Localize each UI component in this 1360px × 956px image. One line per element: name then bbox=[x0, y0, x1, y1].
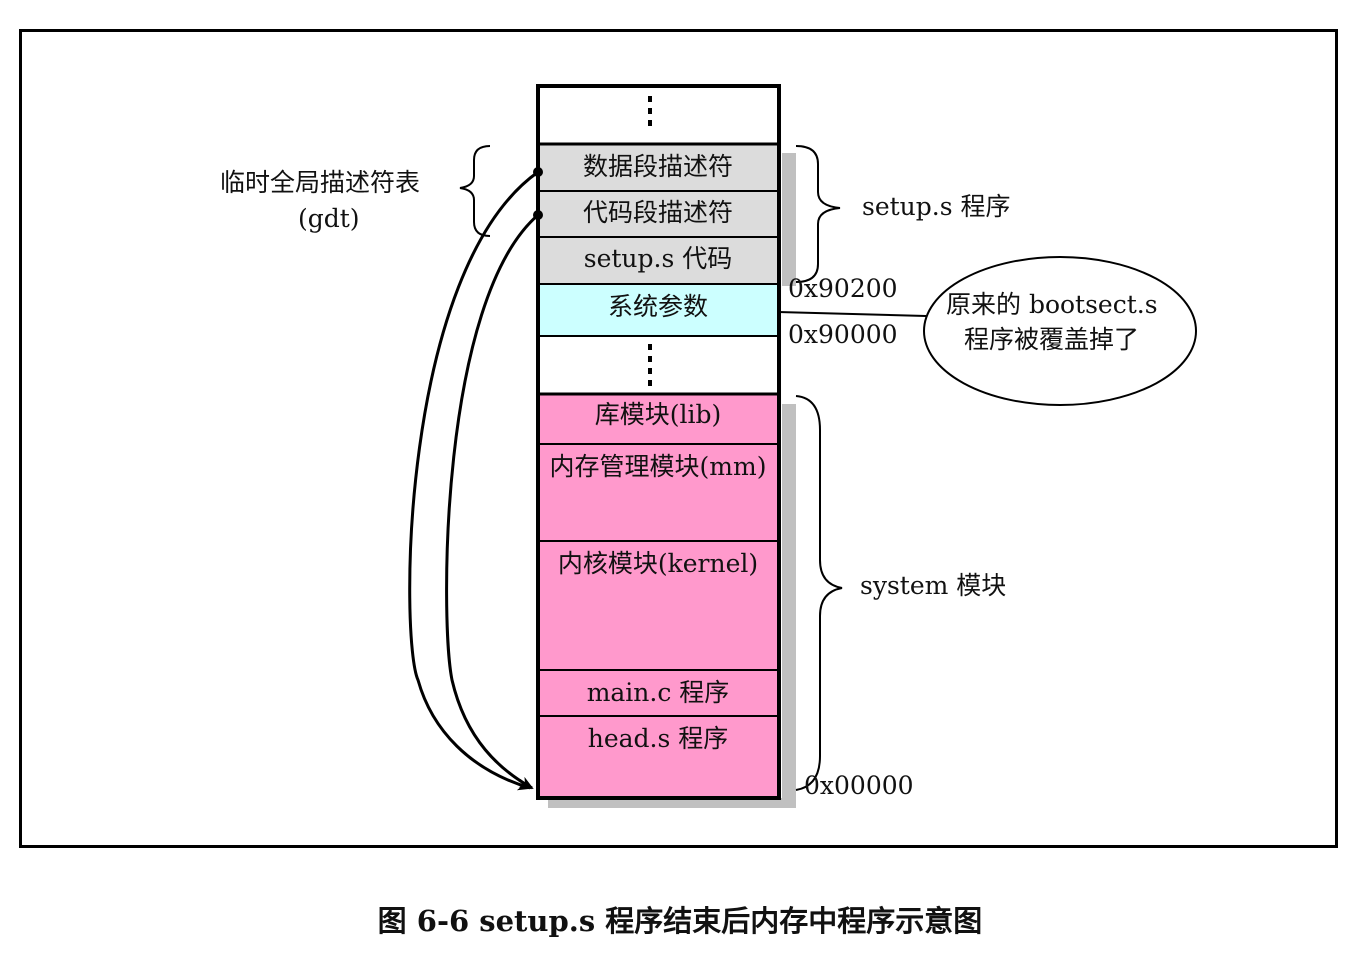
cell-data-desc bbox=[537, 143, 779, 192]
address-90200: 0x90200 bbox=[788, 274, 898, 303]
head-label: head.s 程序 bbox=[587, 724, 729, 753]
bubble-text-line1: 原来的 bootsect.s bbox=[946, 290, 1158, 319]
setup-code-label: setup.s 代码 bbox=[583, 244, 733, 273]
system-shadow bbox=[782, 404, 796, 808]
bottom-shadow bbox=[548, 798, 796, 808]
gdt-subtitle: (gdt) bbox=[298, 204, 360, 233]
cell-setup-code bbox=[537, 236, 779, 285]
address-90000: 0x90000 bbox=[788, 320, 898, 349]
cell-mm bbox=[537, 443, 779, 542]
mm-label: 内存管理模块(mm) bbox=[549, 452, 767, 481]
setup-brace bbox=[795, 145, 841, 283]
code-desc-label: 代码段描述符 bbox=[582, 198, 733, 227]
note-bubble bbox=[923, 256, 1197, 406]
lib-label: 库模块(lib) bbox=[594, 400, 722, 429]
bubble-pointer-line bbox=[777, 311, 927, 317]
cell-kernel bbox=[537, 540, 779, 671]
code-desc-arrow bbox=[445, 213, 539, 790]
memory-column bbox=[536, 84, 781, 800]
gdt-brace bbox=[459, 145, 491, 237]
bubble-text-line2: 程序被覆盖掉了 bbox=[964, 325, 1140, 354]
sys-params-label: 系统参数 bbox=[607, 292, 708, 321]
system-module-label: system 模块 bbox=[860, 571, 1007, 600]
address-00000: 0x00000 bbox=[804, 771, 914, 800]
diagram-frame bbox=[19, 29, 1338, 848]
ellipsis-top bbox=[648, 96, 652, 126]
kernel-label: 内核模块(kernel) bbox=[557, 549, 759, 578]
gdt-title: 临时全局描述符表 bbox=[220, 168, 421, 197]
setup-program-label: setup.s 程序 bbox=[862, 192, 1011, 221]
ellipsis-middle bbox=[648, 344, 652, 386]
figure-caption: 图 6-6 setup.s 程序结束后内存中程序示意图 bbox=[377, 904, 983, 938]
data-desc-label: 数据段描述符 bbox=[582, 152, 733, 181]
main-label: main.c 程序 bbox=[586, 678, 730, 707]
system-brace bbox=[795, 395, 843, 791]
cell-head bbox=[537, 715, 779, 798]
data-desc-arrow bbox=[408, 170, 539, 791]
setup-shadow bbox=[782, 153, 796, 286]
